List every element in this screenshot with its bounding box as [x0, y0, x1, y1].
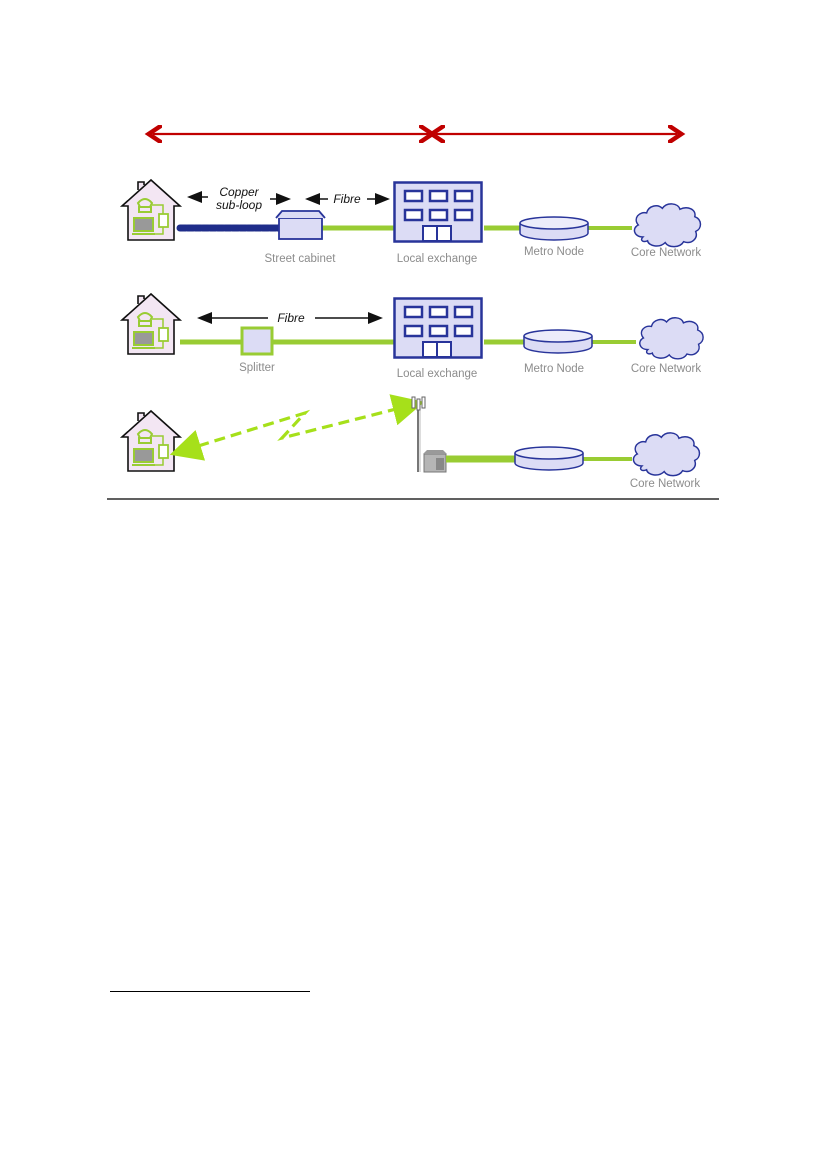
row-wireless: Core Network	[121, 394, 701, 490]
metro-node-icon	[523, 329, 593, 354]
core-network-label: Core Network	[631, 363, 702, 375]
footnote-separator	[110, 991, 310, 992]
local-exchange-label: Local exchange	[397, 253, 478, 265]
splitter-label: Splitter	[239, 362, 275, 374]
house-icon	[121, 179, 181, 241]
copper-label-line2: sub-loop	[216, 198, 262, 212]
splitter-icon	[240, 326, 274, 356]
house-icon	[121, 293, 181, 355]
fibre-label: Fibre	[333, 192, 361, 206]
core-network-icon	[633, 203, 702, 248]
metro-node-icon	[519, 216, 589, 241]
cell-tower-icon	[411, 396, 447, 473]
local-exchange-icon	[393, 297, 483, 359]
metro-node-label: Metro Node	[524, 363, 584, 375]
row-fttc: Copper sub-loop Fibre Street cabinet Loc…	[121, 179, 702, 265]
wireless-link	[169, 394, 425, 461]
core-network-label: Core Network	[631, 247, 702, 259]
house-icon	[121, 410, 181, 472]
core-network-icon	[632, 432, 701, 477]
fibre-label: Fibre	[277, 311, 305, 325]
row-fttp: Fibre Splitter Local exchange Metro Node…	[121, 293, 704, 380]
street-cabinet-icon	[275, 210, 326, 240]
copper-label-line1: Copper	[219, 185, 259, 199]
local-exchange-label: Local exchange	[397, 368, 478, 380]
metro-node-label: Metro Node	[524, 246, 584, 258]
core-network-icon	[638, 316, 704, 360]
core-network-label: Core Network	[630, 478, 701, 490]
street-cabinet-label: Street cabinet	[265, 253, 337, 265]
local-exchange-icon	[393, 181, 483, 243]
metro-node-icon	[514, 446, 584, 471]
